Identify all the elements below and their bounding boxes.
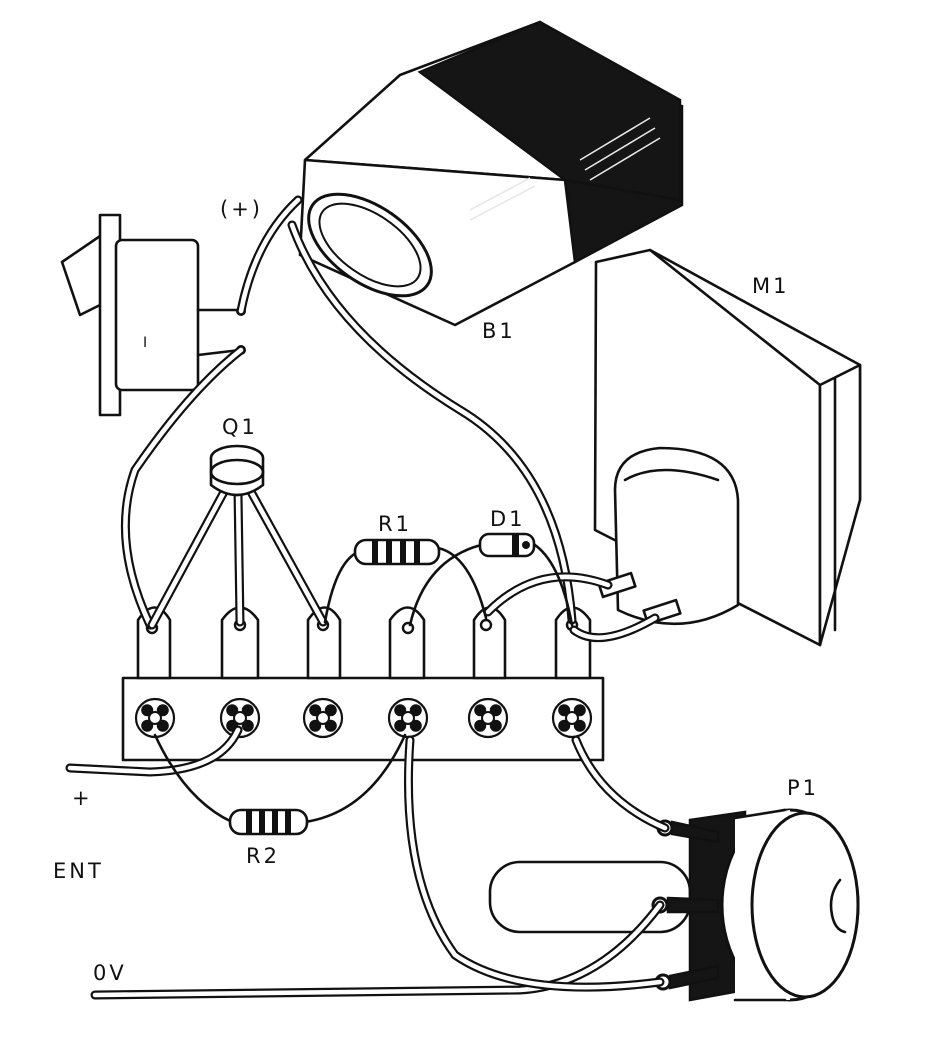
resistor-r1-label: R1	[378, 512, 412, 536]
diode-label: D1	[490, 507, 526, 531]
potentiometer-p1	[488, 808, 860, 1002]
ground-label: 0V	[93, 961, 127, 985]
terminal-screw	[302, 697, 344, 739]
diode-d1	[408, 532, 574, 627]
transistor-q1	[147, 444, 328, 630]
switch-mark-label: I	[143, 335, 150, 351]
potentiometer-label: P1	[787, 776, 819, 800]
terminal-screw	[551, 697, 593, 739]
resistor-r2	[153, 733, 407, 836]
input-label: ENT	[53, 859, 104, 883]
resistor-r1	[323, 538, 488, 624]
terminal-screw	[467, 697, 509, 739]
input-plus-label: +	[72, 786, 93, 810]
toggle-switch	[60, 213, 246, 417]
battery-polarity-label: (+)	[220, 197, 263, 221]
battery-label: B1	[482, 319, 516, 343]
battery-b1	[298, 20, 684, 327]
meter-m1	[593, 248, 862, 647]
terminal-screw	[219, 697, 261, 739]
terminal-screw	[387, 697, 429, 739]
meter-label: M1	[752, 274, 789, 298]
resistor-r2-label: R2	[246, 844, 280, 868]
terminal-screw	[134, 697, 176, 739]
terminal-strip	[121, 606, 605, 762]
hookup-cables	[65, 195, 670, 1000]
transistor-label: Q1	[222, 415, 258, 439]
